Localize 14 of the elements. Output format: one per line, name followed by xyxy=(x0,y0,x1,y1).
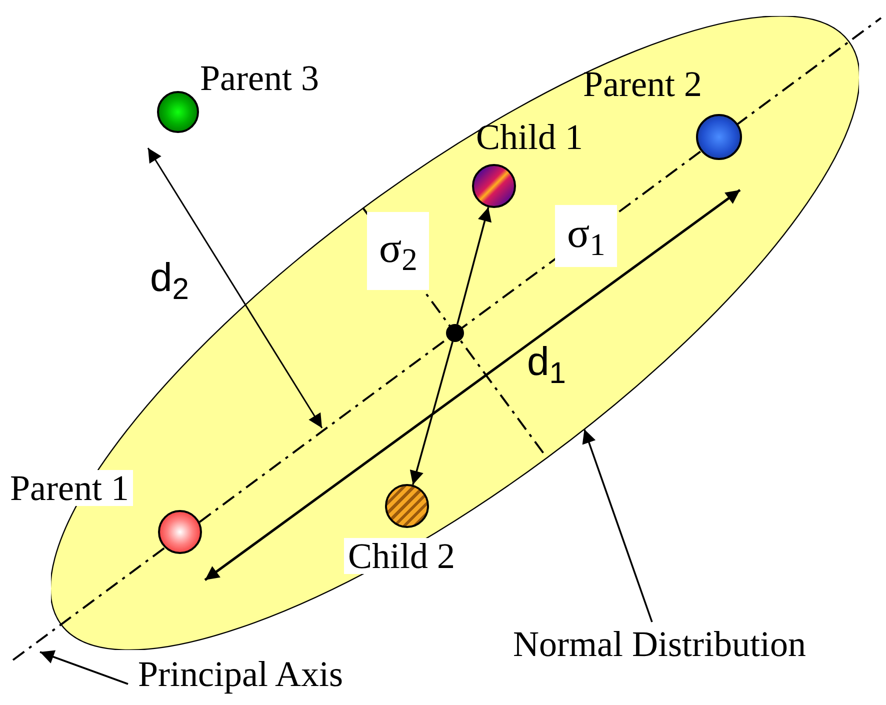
point-label: Parent 3 xyxy=(200,60,319,96)
distance-label: d$_{2}$ xyxy=(150,258,189,298)
arrow xyxy=(410,341,454,486)
point-label: Child 1 xyxy=(476,119,584,155)
callout-text: Principal Axis xyxy=(138,656,343,692)
sigma-label: σ$_{1}$ xyxy=(555,205,618,267)
callout-text: Normal Distribution xyxy=(513,626,806,662)
leader-line xyxy=(582,428,653,622)
arrow xyxy=(456,207,492,325)
point-marker xyxy=(157,91,199,133)
leader-line xyxy=(40,650,128,685)
distance-label: d$_{1}$ xyxy=(527,342,566,382)
point-label: Parent 2 xyxy=(583,66,702,102)
sigma-label: σ$_{2}$ xyxy=(367,212,430,290)
